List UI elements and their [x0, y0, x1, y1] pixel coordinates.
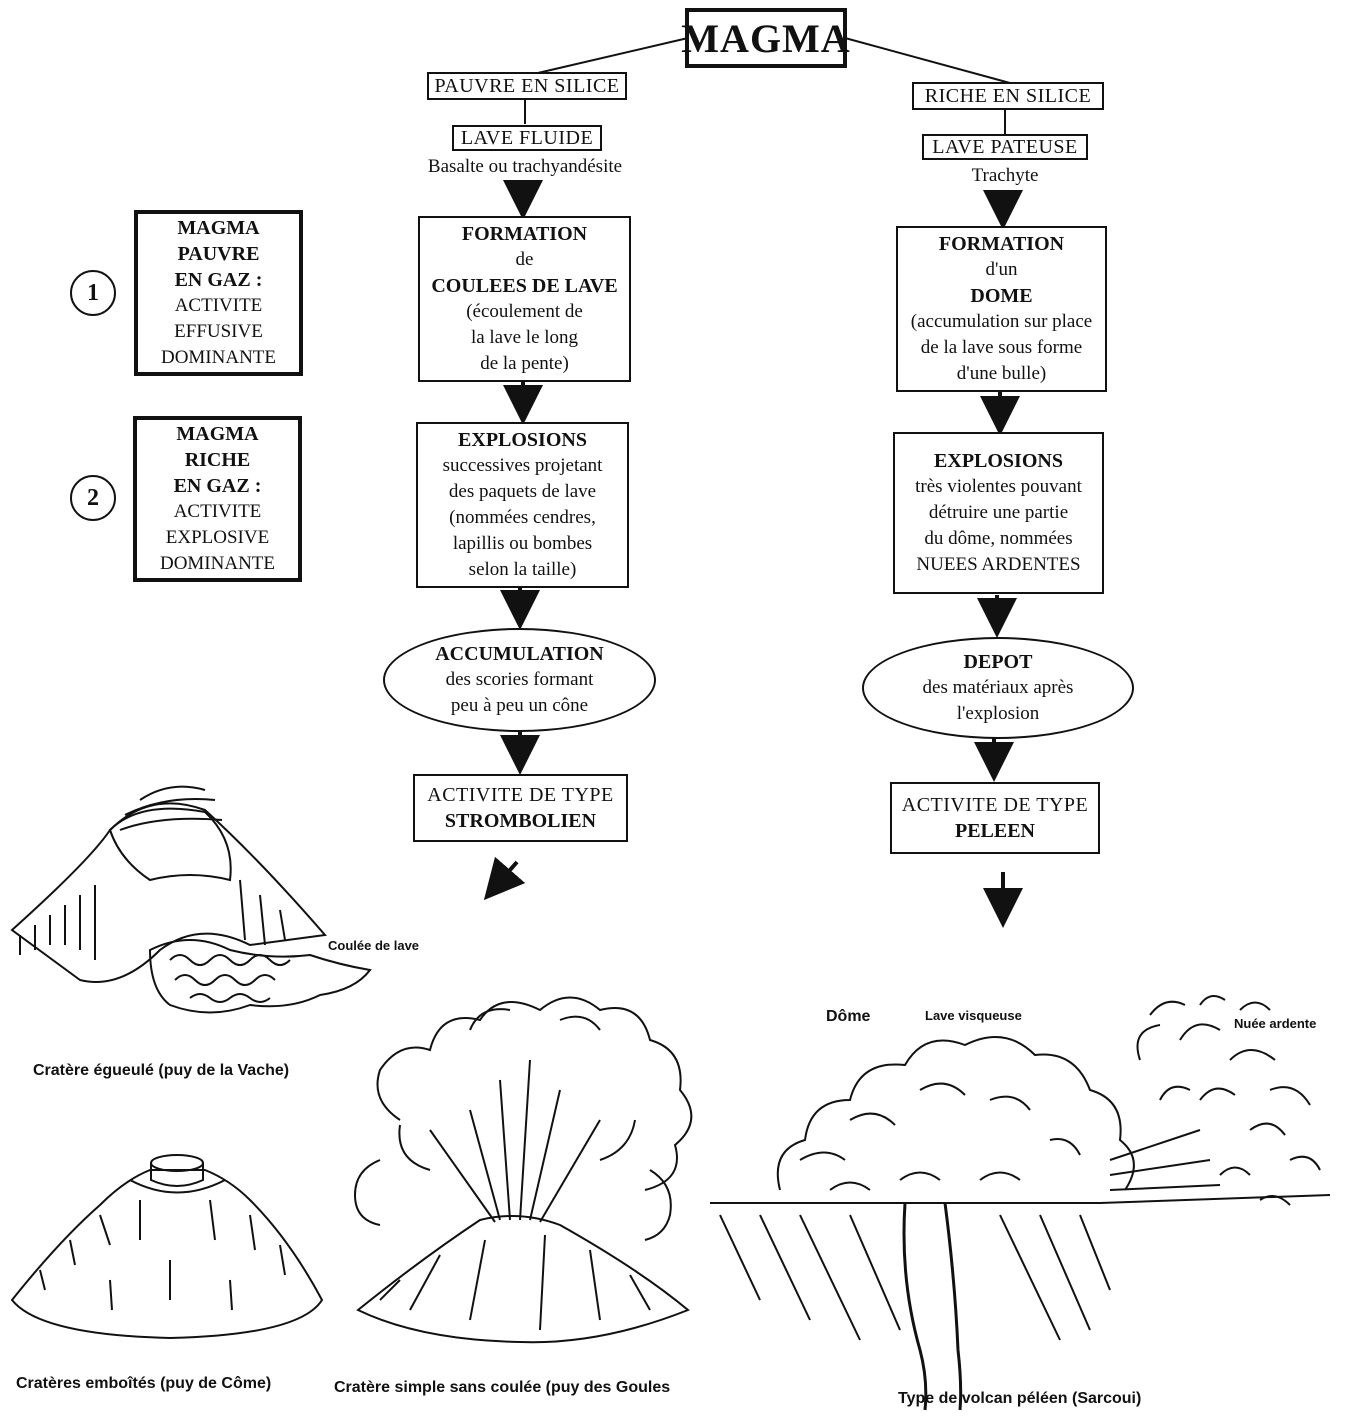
right-result-line2: PELEEN [954, 820, 1036, 842]
left-rock-type: Basalte ou trachyandésite [427, 156, 623, 177]
left-step1-line2: de [515, 249, 534, 270]
right-step1-desc2: de la lave sous forme [920, 337, 1083, 358]
deposit-ellipse: DEPOT des matériaux après l'explosion [862, 637, 1134, 739]
left-step3-desc2: peu à peu un cône [450, 695, 589, 716]
nuee-ardente-label: Nuée ardente [1234, 1016, 1317, 1031]
accumulation-ellipse: ACCUMULATION des scories formant peu à p… [383, 628, 656, 732]
breached-crater-caption: Cratère égueulé (puy de la Vache) [33, 1062, 290, 1079]
legend2-a2: EXPLOSIVE [165, 527, 270, 548]
legend2-l3: EN GAZ : [173, 475, 262, 497]
left-result-line2: STROMBOLIEN [444, 810, 597, 832]
left-step3-desc1: des scories formant [445, 669, 594, 690]
left-step2-title: EXPLOSIONS [458, 429, 587, 451]
right-step2-title: EXPLOSIONS [934, 450, 1063, 472]
lava-flow-label: Coulée de lave [328, 938, 420, 953]
simple-crater-drawing [353, 996, 693, 1344]
left-step1-desc3: de la pente) [480, 353, 569, 374]
viscous-lava-label: Lave visqueuse [925, 1008, 1022, 1023]
magma-title: MAGMA [681, 8, 850, 68]
left-result-line1: ACTIVITE DE TYPE [427, 784, 614, 806]
legend-number-2: 2 [70, 475, 116, 521]
right-rock-type: Trachyte [971, 165, 1039, 186]
pasty-lava-box: LAVE PATEUSE [922, 134, 1088, 160]
right-arrows [974, 190, 1023, 928]
left-step1-title: FORMATION [461, 223, 588, 245]
left-step2-desc2: des paquets de lave [448, 481, 597, 502]
right-result-line1: ACTIVITE DE TYPE [901, 794, 1089, 816]
legend-box-gas-rich: MAGMA RICHE EN GAZ : ACTIVITE EXPLOSIVE … [133, 416, 302, 582]
left-step3-title: ACCUMULATION [435, 643, 604, 665]
left-step2-desc3: (nommées cendres, [449, 507, 596, 528]
right-step2-desc4: NUEES ARDENTES [916, 554, 1081, 575]
left-step1-line3: COULEES DE LAVE [431, 275, 618, 297]
simple-crater-caption: Cratère simple sans coulée (puy des Goul… [334, 1379, 671, 1396]
strombolian-box: ACTIVITE DE TYPE STROMBOLIEN [413, 774, 628, 842]
nested-craters-caption: Cratères emboîtés (puy de Côme) [16, 1375, 272, 1392]
fluid-lava-label: LAVE FLUIDE [460, 127, 594, 149]
lava-flow-formation-box: FORMATION de COULEES DE LAVE (écoulement… [418, 216, 631, 382]
left-arrows [483, 180, 543, 901]
legend2-l2: RICHE [184, 449, 251, 471]
pasty-lava-label: LAVE PATEUSE [932, 136, 1078, 158]
silica-poor-box: PAUVRE EN SILICE [427, 72, 627, 100]
right-step3-desc2: l'explosion [956, 703, 1040, 724]
right-step1-line3: DOME [970, 285, 1033, 307]
pelean-box: ACTIVITE DE TYPE PELEEN [890, 782, 1100, 854]
line-magma-left [524, 37, 689, 77]
right-step1-desc1: (accumulation sur place [910, 311, 1093, 332]
legend1-l1: MAGMA [177, 217, 260, 239]
legend-number-1: 1 [70, 270, 116, 316]
legend2-a1: ACTIVITE [173, 501, 262, 522]
legend2-a3: DOMINANTE [159, 553, 276, 574]
legend1-l2: PAUVRE [177, 243, 260, 265]
left-explosions-box: EXPLOSIONS successives projetant des paq… [416, 422, 629, 588]
magma-title-text: MAGMA [681, 15, 851, 61]
right-step1-title: FORMATION [938, 233, 1065, 255]
left-step2-desc5: selon la taille) [468, 559, 577, 580]
legend1-a2: EFFUSIVE [174, 321, 263, 342]
left-step1-desc2: la lave le long [470, 327, 579, 348]
breached-crater-drawing [10, 785, 372, 1014]
line-magma-right [844, 37, 1011, 84]
legend-box-gas-poor: MAGMA PAUVRE EN GAZ : ACTIVITE EFFUSIVE … [134, 210, 303, 376]
dome-label: Dôme [826, 1008, 871, 1025]
silica-rich-label: RICHE EN SILICE [924, 85, 1092, 107]
right-step3-desc1: des matériaux après [922, 677, 1074, 698]
right-step1-line2: d'un [985, 259, 1018, 280]
right-step3-title: DEPOT [963, 651, 1033, 673]
left-step2-desc4: lapillis ou bombes [452, 533, 593, 554]
fluid-lava-box: LAVE FLUIDE [452, 125, 602, 151]
right-step1-desc3: d'une bulle) [956, 363, 1047, 384]
dome-formation-box: FORMATION d'un DOME (accumulation sur pl… [896, 226, 1107, 392]
nested-craters-drawing [10, 1154, 324, 1340]
right-step2-desc3: du dôme, nommées [924, 528, 1073, 549]
right-step2-desc2: détruire une partie [928, 502, 1069, 523]
left-step1-desc1: (écoulement de [466, 301, 583, 322]
right-explosions-box: EXPLOSIONS très violentes pouvant détrui… [893, 432, 1104, 594]
silica-rich-box: RICHE EN SILICE [912, 82, 1104, 110]
silica-poor-label: PAUVRE EN SILICE [434, 75, 620, 97]
legend1-l3: EN GAZ : [174, 269, 263, 291]
legend1-a3: DOMINANTE [160, 347, 277, 368]
legend1-a1: ACTIVITE [174, 295, 263, 316]
left-step2-desc1: successives projetant [442, 455, 603, 476]
pelean-drawing [710, 995, 1331, 1411]
legend2-l1: MAGMA [176, 423, 259, 445]
pelean-caption: Type de volcan péléen (Sarcoui) [898, 1390, 1142, 1407]
right-step2-desc1: très violentes pouvant [915, 476, 1082, 497]
